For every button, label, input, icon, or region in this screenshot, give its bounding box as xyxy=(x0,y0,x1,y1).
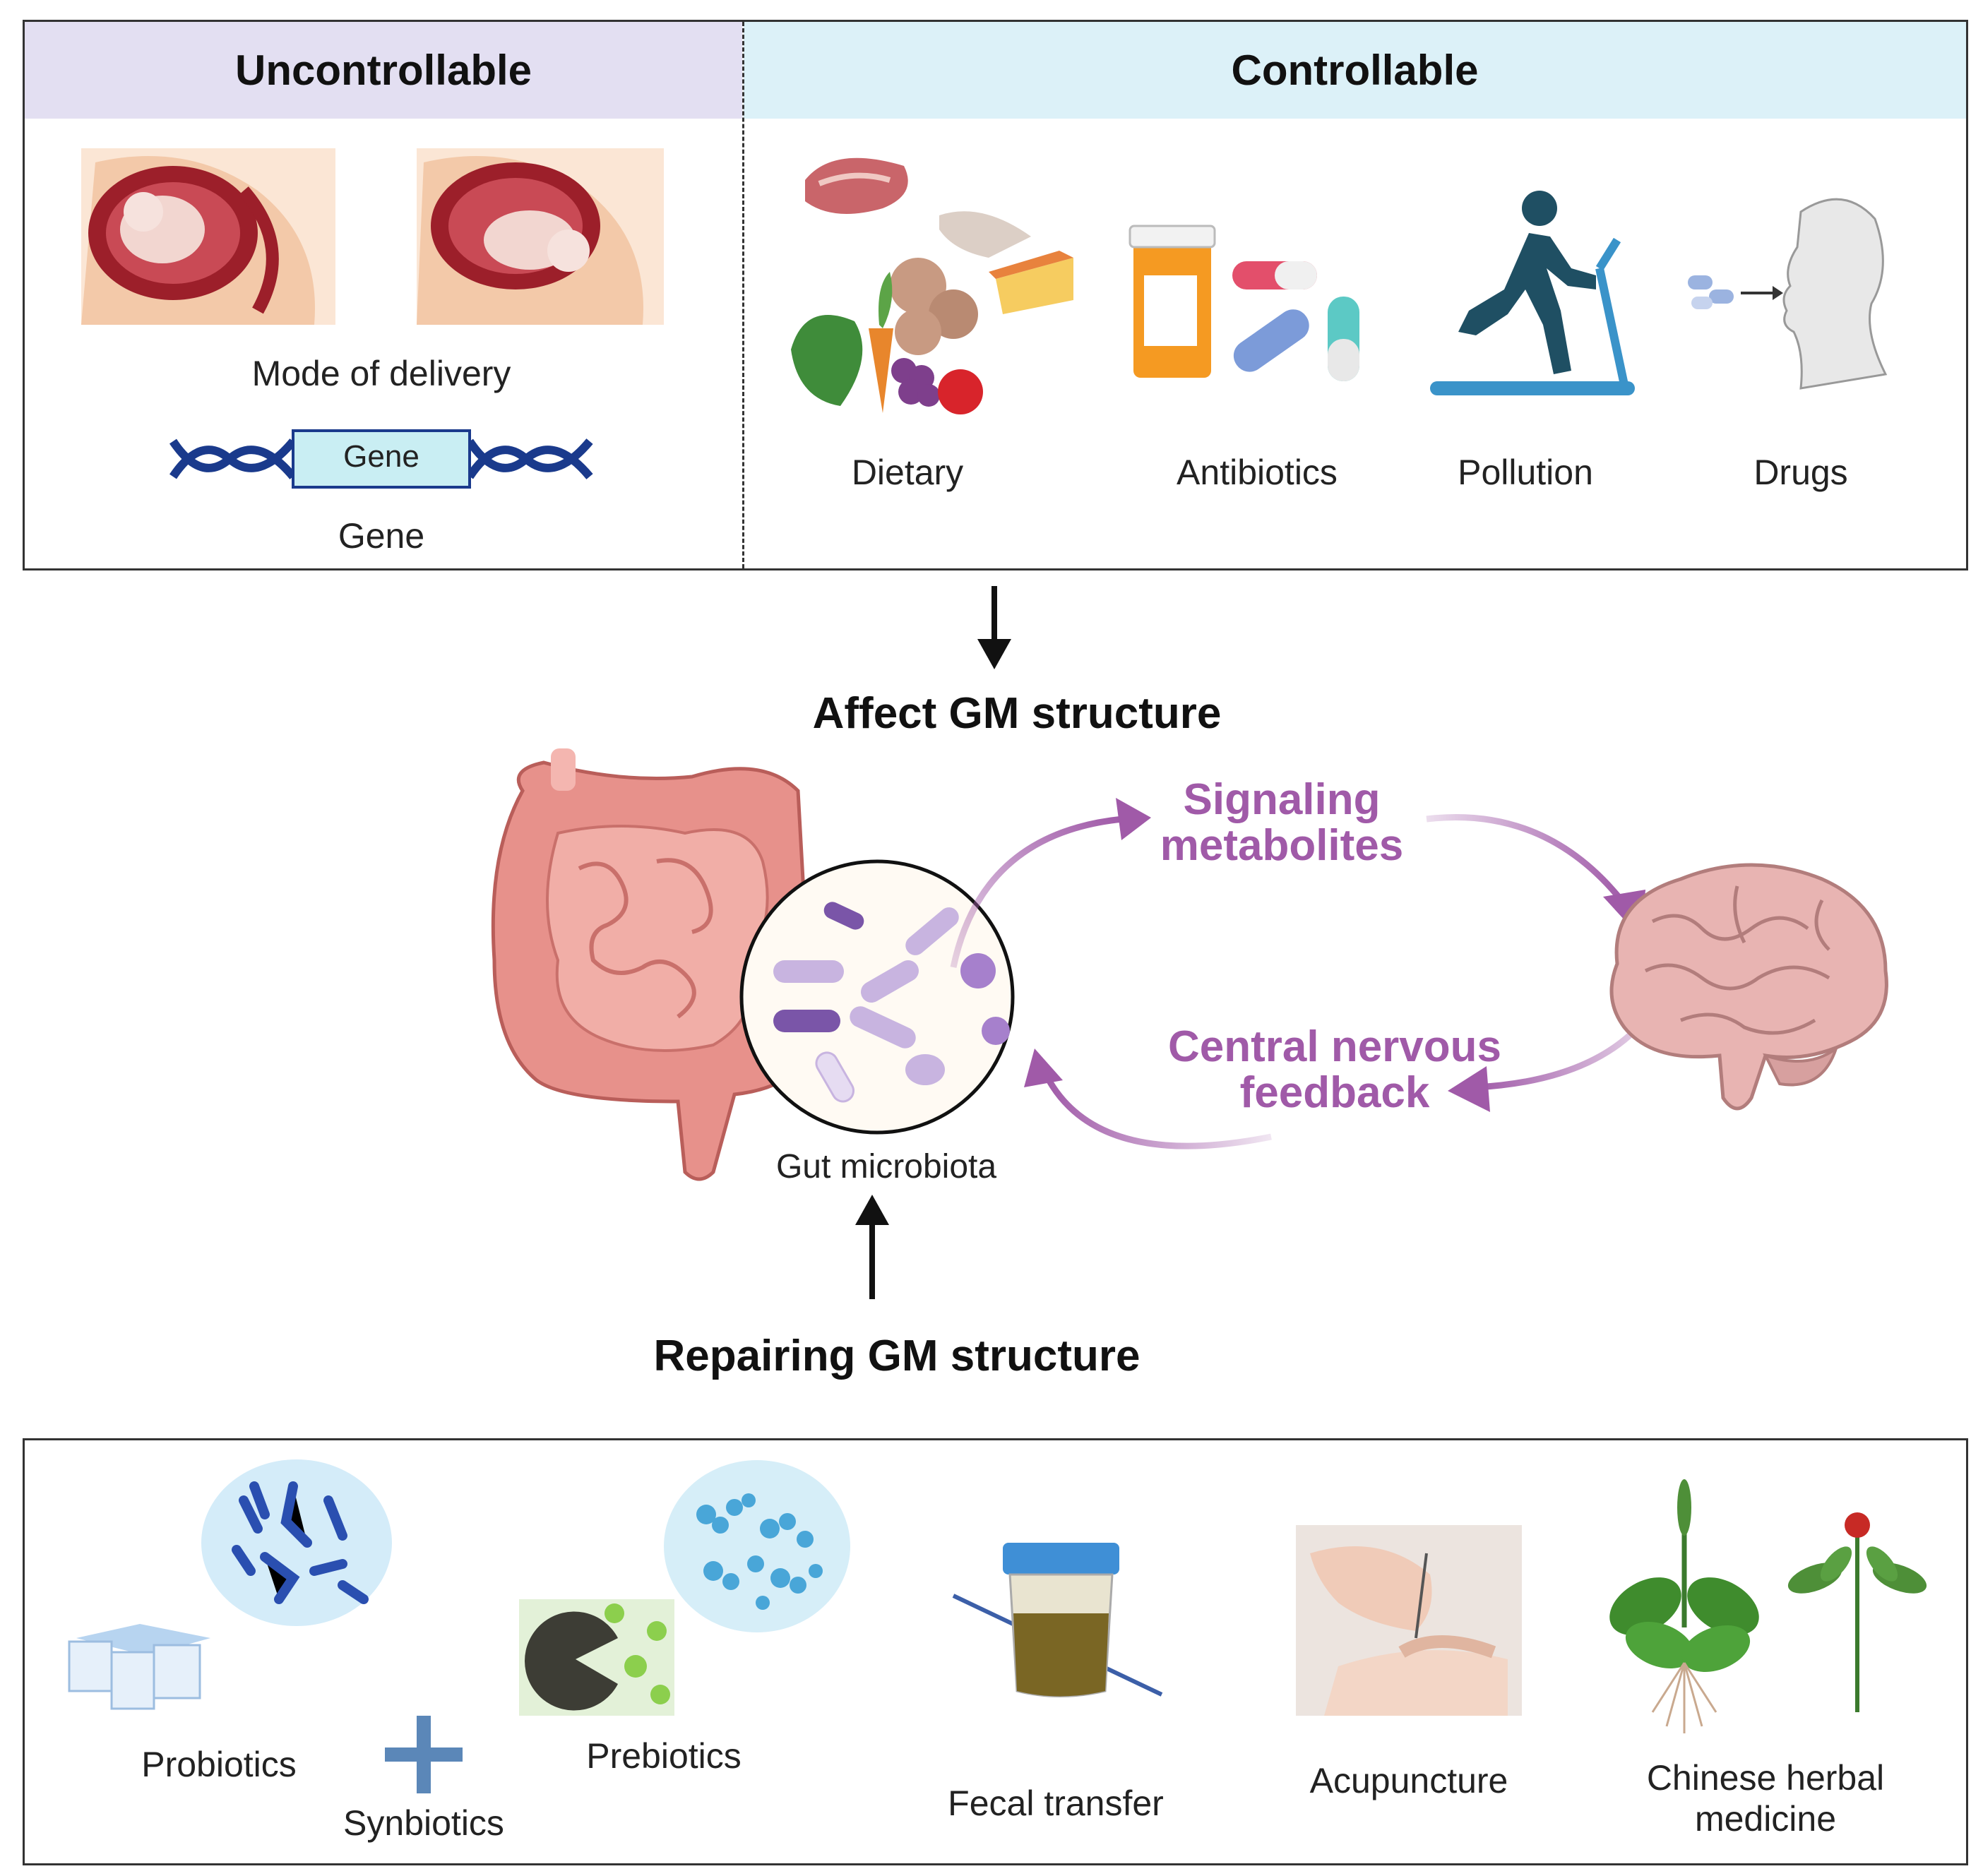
intestine-icon xyxy=(491,748,814,1181)
person-taking-pill-icon xyxy=(1688,198,1888,390)
prebiotics-label: Prebiotics xyxy=(586,1736,742,1776)
arrow-down-icon xyxy=(977,586,1011,669)
affect-gm-label: Affect GM structure xyxy=(812,689,1222,738)
central-nervous-feedback-label: Central nervous feedback xyxy=(1167,1022,1502,1118)
gut-microbiota-icon xyxy=(739,859,1015,1135)
uncontrollable-header: Uncontrollable xyxy=(234,47,532,94)
probiotics-label: Probiotics xyxy=(141,1745,297,1784)
panel-divider xyxy=(742,22,744,568)
treadmill-runner-icon xyxy=(1430,191,1635,395)
fetus-delivery-icon-2 xyxy=(417,148,664,325)
probiotic-bacteria-icon xyxy=(201,1459,392,1626)
pollution-label: Pollution xyxy=(1458,453,1593,492)
drugs-label: Drugs xyxy=(1753,453,1848,492)
controllable-header-bg xyxy=(744,22,1966,119)
gene-box-label: Gene xyxy=(343,439,419,474)
uncontrollable-header-bg xyxy=(25,22,742,119)
fecal-transfer-label: Fecal transfer xyxy=(948,1784,1164,1823)
herb-plant-icon xyxy=(1609,1479,1927,1733)
plus-icon xyxy=(385,1716,463,1793)
gut-microbiota-label: Gut microbiota xyxy=(775,1148,997,1185)
chinese-herbal-medicine-label: Chinese herbal medicine xyxy=(1646,1758,1885,1839)
antibiotics-label: Antibiotics xyxy=(1177,453,1338,492)
synbiotics-label: Synbiotics xyxy=(343,1803,504,1843)
acupuncture-label: Acupuncture xyxy=(1309,1761,1508,1800)
dietary-label: Dietary xyxy=(851,453,964,492)
arrow-up-icon xyxy=(855,1195,889,1299)
gene-label: Gene xyxy=(338,516,425,556)
controllable-header: Controllable xyxy=(1231,47,1479,94)
prebiotic-granules-icon xyxy=(664,1460,850,1632)
dna-gene-icon xyxy=(169,429,593,489)
prebiotic-icon xyxy=(519,1599,674,1716)
acupuncture-icon xyxy=(1296,1525,1522,1716)
repairing-gm-label: Repairing GM structure xyxy=(653,1332,1141,1380)
pills-icon xyxy=(1129,225,1359,381)
fetus-delivery-icon xyxy=(81,148,335,325)
probiotic-cups-icon xyxy=(68,1624,210,1710)
food-icon xyxy=(791,157,1073,414)
specimen-jar-icon xyxy=(952,1543,1163,1697)
mode-of-delivery-label: Mode of delivery xyxy=(251,354,511,393)
signaling-metabolites-label: Signaling metabolites xyxy=(1160,775,1404,871)
brain-icon xyxy=(1609,863,1888,1111)
